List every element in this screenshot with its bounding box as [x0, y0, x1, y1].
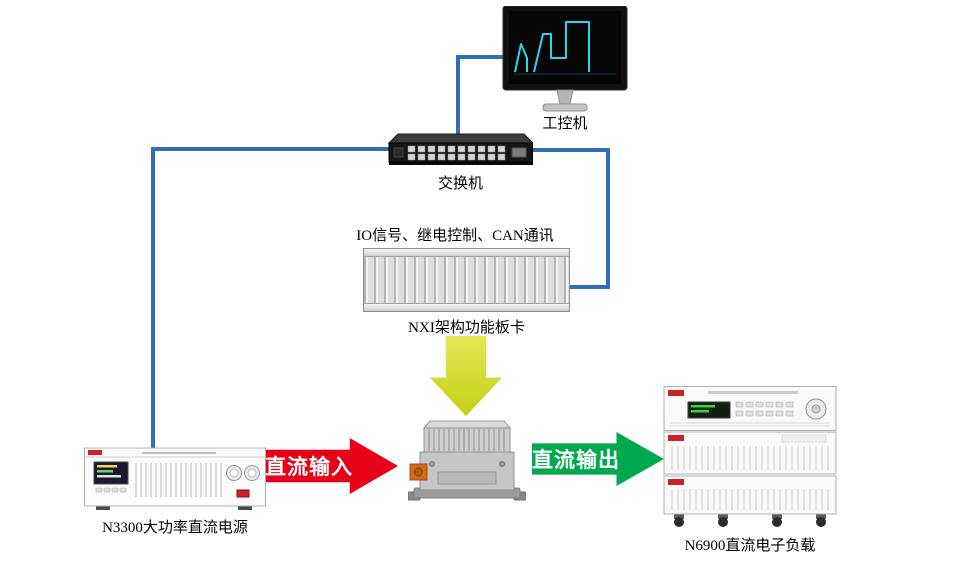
control-flow-down-arrow — [430, 336, 502, 416]
line-switch-nxi-horizontal-2 — [568, 285, 610, 289]
dc-input-arrow-label: 直流输入 — [265, 456, 353, 479]
nxi-rack-top-rail — [364, 249, 569, 256]
nxi-rack-chassis — [363, 248, 570, 312]
industrial-pc — [500, 5, 630, 114]
line-ipc-switch-vertical — [456, 55, 460, 135]
line-ipc-switch-horizontal — [458, 55, 506, 59]
dc-input-arrow: 直流输入 — [264, 438, 398, 494]
nxi-rack-bottom-rail — [364, 304, 569, 311]
line-switch-psu-horizontal — [151, 147, 391, 151]
n6900-electronic-load — [662, 386, 838, 528]
monitor-icon — [502, 5, 628, 112]
industrial-pc-label: 工控机 — [542, 116, 588, 132]
electronic-load-icon — [663, 386, 837, 527]
n6900-label: N6900直流电子负载 — [684, 538, 816, 554]
network-switch — [387, 130, 535, 168]
power-source-icon — [84, 447, 266, 510]
n3300-label: N3300大功率直流电源 — [102, 520, 248, 536]
switch-icon — [387, 133, 535, 165]
line-switch-psu-vertical — [151, 147, 155, 453]
line-switch-nxi-horizontal — [530, 148, 610, 152]
nxi-rack — [363, 248, 570, 312]
dut-converter — [407, 418, 527, 506]
nxi-rack-card-slots — [364, 256, 569, 304]
dc-output-arrow-label: 直流输出 — [532, 449, 620, 472]
nxi-rack-label: NXI架构功能板卡 — [408, 320, 525, 336]
nxi-caption: IO信号、继电控制、CAN通讯 — [356, 228, 554, 244]
dc-output-arrow: 直流输出 — [532, 432, 664, 486]
switch-label: 交换机 — [437, 176, 483, 192]
line-switch-nxi-vertical — [606, 148, 610, 289]
n3300-power-source — [84, 446, 266, 512]
converter-icon — [407, 420, 527, 501]
